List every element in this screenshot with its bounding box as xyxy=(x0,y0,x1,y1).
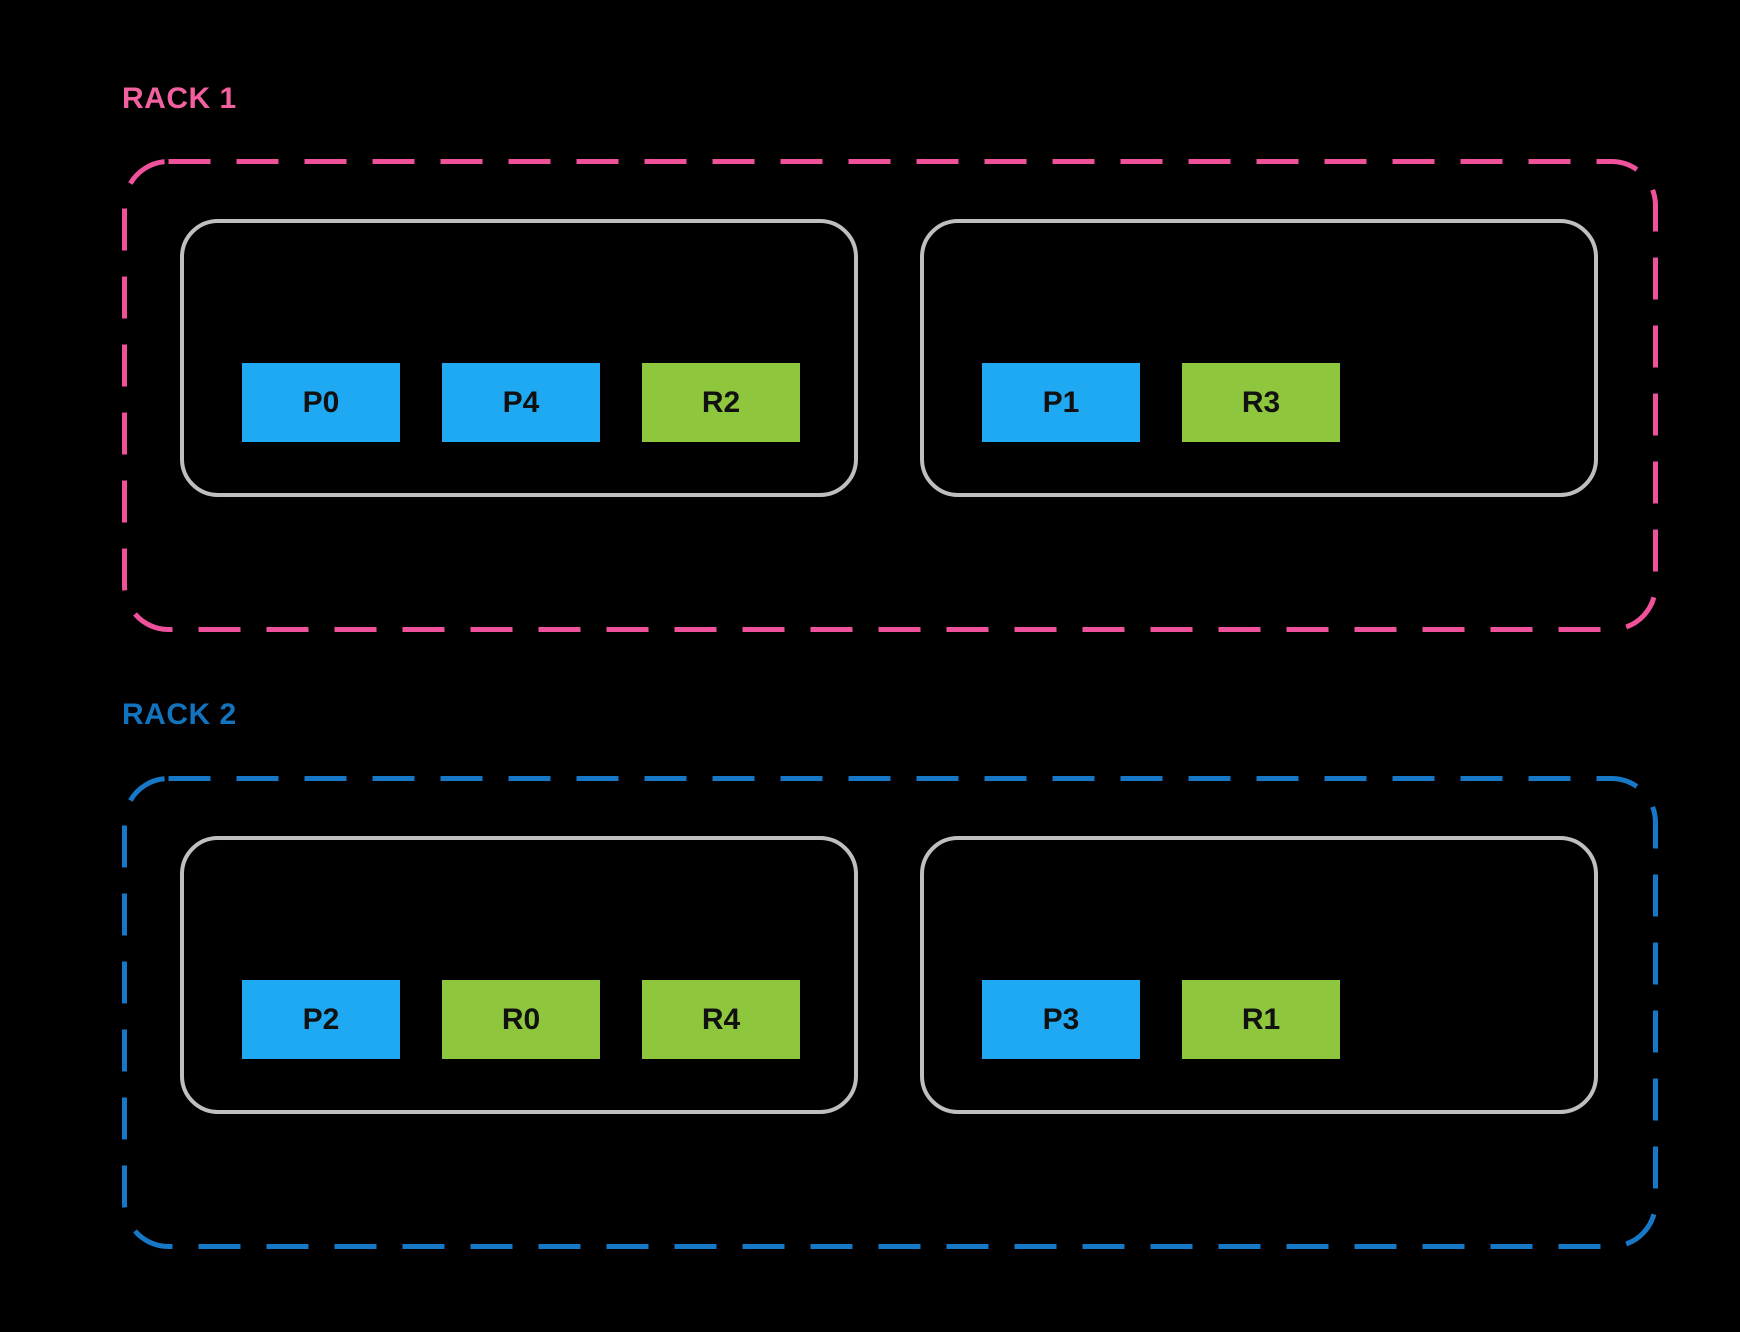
slot-R3: R3 xyxy=(1182,363,1340,442)
rack-1-node-2: P1 R3 xyxy=(920,219,1598,497)
rack-1-boundary: P0 P4 R2 P1 R3 xyxy=(122,159,1658,632)
rack-2-node-1-slots: P2 R0 R4 xyxy=(242,980,800,1059)
rack-2-node-2-slots: P3 R1 xyxy=(982,980,1340,1059)
slot-P2: P2 xyxy=(242,980,400,1059)
slot-P0: P0 xyxy=(242,363,400,442)
rack-1-node-2-slots: P1 R3 xyxy=(982,363,1340,442)
slot-R2: R2 xyxy=(642,363,800,442)
slot-R1: R1 xyxy=(1182,980,1340,1059)
rack-2-node-1: P2 R0 R4 xyxy=(180,836,858,1114)
rack-1-node-1-slots: P0 P4 R2 xyxy=(242,363,800,442)
rack-2-boundary: P2 R0 R4 P3 R1 xyxy=(122,776,1658,1249)
slot-R4: R4 xyxy=(642,980,800,1059)
rack-2-label: RACK 2 xyxy=(122,698,237,731)
slot-P3: P3 xyxy=(982,980,1140,1059)
rack-1-label: RACK 1 xyxy=(122,82,237,115)
slot-R0: R0 xyxy=(442,980,600,1059)
slot-P4: P4 xyxy=(442,363,600,442)
rack-2-node-2: P3 R1 xyxy=(920,836,1598,1114)
rack-1-node-1: P0 P4 R2 xyxy=(180,219,858,497)
slot-P1: P1 xyxy=(982,363,1140,442)
rack-2-dashed-border xyxy=(122,776,1658,1249)
rack-1-dashed-border xyxy=(122,159,1658,632)
